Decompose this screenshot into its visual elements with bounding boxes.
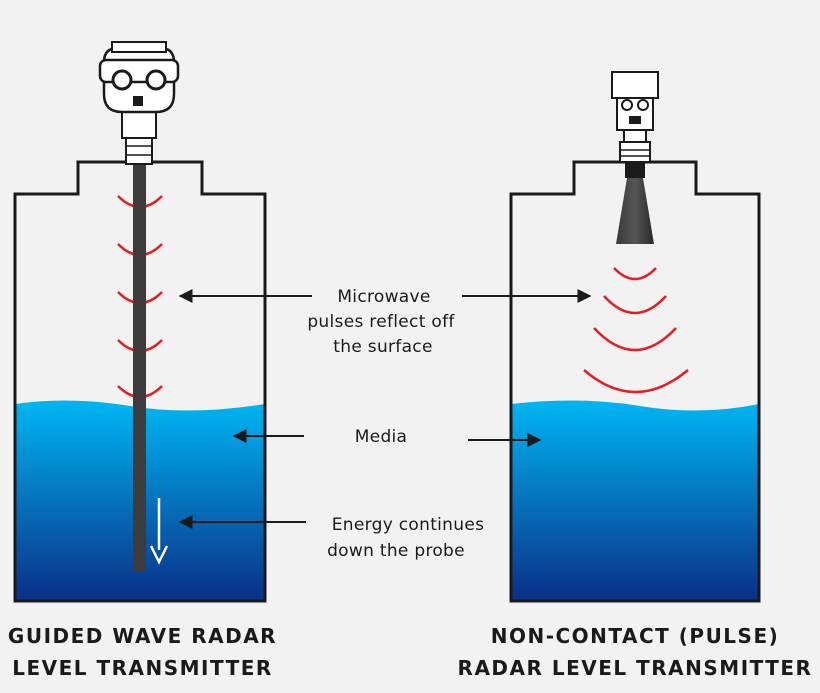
label-energy-line1: Energy continues — [332, 515, 485, 535]
non-contact-pulses — [583, 267, 689, 394]
right-tank-water — [511, 400, 759, 601]
pulse-arc — [593, 327, 677, 352]
annotation-arrows — [178, 289, 592, 529]
right-tank — [509, 160, 761, 603]
label-energy-line2: down the probe — [327, 541, 465, 561]
label-microwave-line1: Microwave — [337, 287, 430, 307]
label-media: Media — [355, 427, 408, 447]
non-contact-transmitter-icon — [611, 71, 659, 244]
pulse-arc — [583, 369, 689, 394]
caption-non-contact-line2: RADAR LEVEL TRANSMITTER — [457, 656, 813, 680]
horn-antenna — [616, 178, 654, 244]
probe-down-arrow-icon — [149, 498, 169, 565]
caption-guided-wave-line1: GUIDED WAVE RADAR — [7, 624, 278, 648]
label-microwave-line3: the surface — [333, 337, 432, 357]
caption-non-contact: NON-CONTACT (PULSE) RADAR LEVEL TRANSMIT… — [450, 620, 820, 684]
caption-guided-wave: GUIDED WAVE RADAR LEVEL TRANSMITTER — [0, 620, 285, 684]
pulse-arc — [613, 267, 657, 281]
probe-rod-upper — [133, 170, 146, 404]
pulse-arc — [603, 295, 667, 315]
guided-wave-transmitter-icon — [98, 41, 180, 165]
caption-guided-wave-line2: LEVEL TRANSMITTER — [12, 656, 273, 680]
label-microwave-line2: pulses reflect off — [307, 312, 455, 332]
left-tank-outline — [13, 160, 267, 603]
right-tank-outline — [509, 160, 761, 603]
caption-non-contact-line1: NON-CONTACT (PULSE) — [490, 624, 780, 648]
